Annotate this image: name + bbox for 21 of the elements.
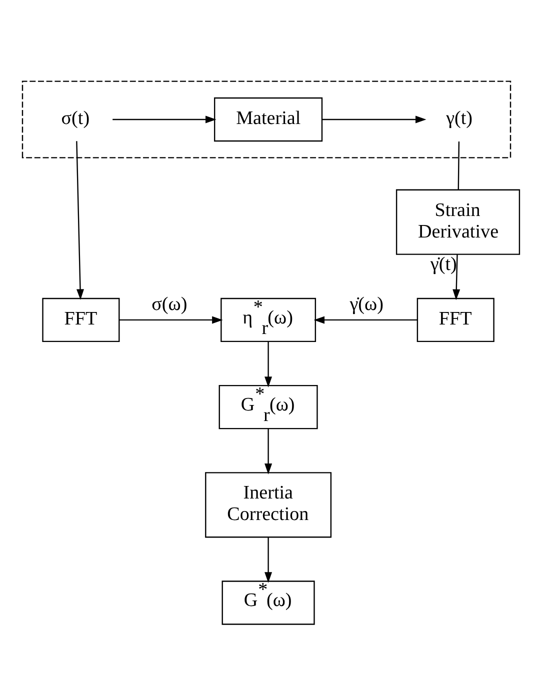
edge-label: γ̇(ω): [350, 294, 384, 315]
connector: [458, 140, 460, 190]
arrow: [119, 316, 223, 324]
arrow: [264, 341, 272, 387]
node-box: Inertia Correction: [205, 472, 332, 538]
arrow: [112, 115, 216, 123]
arrow: [264, 536, 272, 582]
arrow: [452, 254, 460, 300]
node-box: FFT: [42, 297, 120, 342]
edge-label: σ(ω): [152, 294, 188, 315]
arrow: [264, 428, 272, 474]
arrow: [322, 115, 426, 123]
node-text: γ(t): [446, 108, 473, 129]
node-text: σ(t): [61, 108, 90, 129]
node-box: FFT: [416, 297, 494, 342]
arrow: [314, 316, 418, 324]
cluster: [22, 80, 512, 158]
node-box: Material: [214, 96, 323, 142]
arrow: [76, 140, 84, 300]
node-box: Strain Derivative: [396, 188, 520, 254]
edge-label: γ̇(t): [430, 253, 457, 274]
